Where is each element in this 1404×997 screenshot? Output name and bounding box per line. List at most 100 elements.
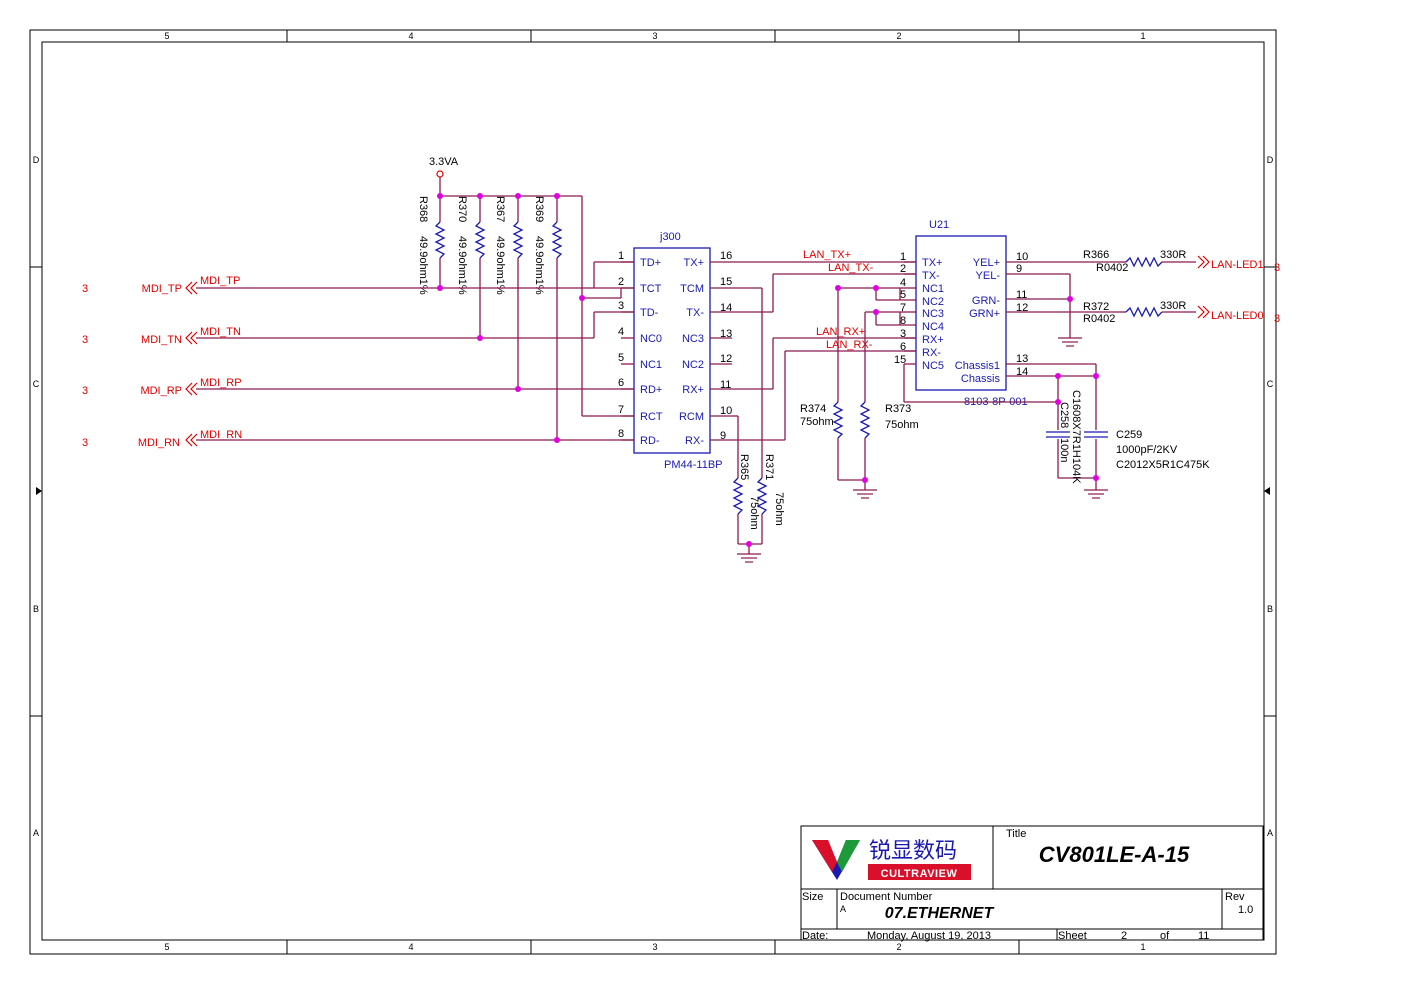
rev-value: 1.0: [1238, 904, 1253, 916]
c259-value: 1000pF/2KV: [1116, 444, 1178, 456]
col-label-top-5: 5: [164, 31, 169, 41]
u21-pin15-name: NC5: [922, 360, 944, 372]
u21-pin14-num: 14: [1016, 366, 1028, 378]
j300-pin12-num: 12: [720, 353, 732, 365]
mdi-tp-port-arrow: [185, 281, 193, 295]
row-label-right-D: D: [1267, 155, 1274, 165]
size-value: A: [840, 904, 846, 914]
led-resistor-r366: R366 R0402 330R LAN-LED1 3: [1083, 249, 1280, 274]
j300-pin8-name: RD-: [640, 435, 660, 447]
j300-pin2-num: 2: [618, 276, 624, 288]
mdi-rn-sheet-ref: 3: [82, 437, 88, 449]
pullup-resistors: R368 49.9ohm1% R370 49.9ohm1% R367 49.9o…: [417, 196, 563, 440]
mdi-tn-wire-label: MDI_TN: [200, 326, 241, 338]
date-label: Date:: [802, 930, 828, 942]
j300-pin5-name: NC1: [640, 359, 662, 371]
mdi-tn-port-label: MDI_TN: [141, 334, 182, 346]
bias-resistors: R374 75ohm R373 75ohm: [800, 287, 919, 499]
mdi-net-tn: 3 MDI_TN MDI_TN: [82, 311, 634, 346]
j300-pin4-name: NC0: [640, 333, 662, 345]
date-value: Monday, August 19, 2013: [867, 930, 991, 942]
r369-ref: R369: [533, 196, 545, 222]
u21-pin9-name: YEL-: [976, 270, 1001, 282]
row-label-right-B: B: [1267, 604, 1273, 614]
r372-value: 330R: [1160, 300, 1186, 312]
c259-ref: C259: [1116, 429, 1142, 441]
sheet-number: 2: [1121, 930, 1127, 942]
r373-ref: R373: [885, 403, 911, 415]
col-label-bottom-5: 5: [164, 942, 169, 952]
u21-pin12-name: GRN+: [969, 308, 1000, 320]
col-label-bottom-3: 3: [652, 942, 657, 952]
j300-pin7-num: 7: [618, 404, 624, 416]
row-label-left-A: A: [33, 828, 39, 838]
r366-ref: R366: [1083, 249, 1109, 261]
u21-pin13-name: Chassis1: [955, 360, 1000, 372]
resistor-r373: [859, 401, 871, 439]
j300-pin6-name: RD+: [640, 384, 662, 396]
mdi-net-rn: 3 MDI_RN MDI_RN: [82, 429, 634, 449]
u21-pin6-name: RX-: [922, 347, 941, 359]
r368-ref: R368: [417, 196, 429, 222]
mdi-tn-port-arrow: [185, 331, 193, 345]
frame-center-arrow-right: [1264, 487, 1270, 495]
resistor-r371: [756, 477, 768, 515]
j300-pin16-name: TX+: [684, 257, 704, 269]
j300-pin3-name: TD-: [640, 307, 659, 319]
r367-value: 49.9ohm1%: [494, 236, 506, 295]
row-label-left-C: C: [33, 379, 40, 389]
resistor-r369: [551, 221, 563, 259]
j300-pin11-name: RX+: [682, 384, 704, 396]
r373-value: 75ohm: [885, 419, 919, 431]
rev-label: Rev: [1225, 891, 1245, 903]
company-logo: 锐显数码 CULTRAVIEW: [812, 839, 971, 880]
document-number: 07.ETHERNET: [885, 905, 995, 922]
r372-ref: R372: [1083, 301, 1109, 313]
row-label-right-A: A: [1267, 828, 1273, 838]
mdi-tp-wire-label: MDI_TP: [200, 275, 240, 287]
size-label: Size: [802, 891, 823, 903]
j300-pin7-name: RCT: [640, 411, 663, 423]
u21-pin3-name: RX+: [922, 334, 944, 346]
j300-pin14-name: TX-: [686, 307, 704, 319]
j300-pin2-name: TCT: [640, 283, 662, 295]
r366-value: 330R: [1160, 249, 1186, 261]
j300-part: PM44-11BP: [664, 459, 723, 471]
r374-value: 75ohm: [800, 416, 834, 428]
j300-pin5-num: 5: [618, 352, 624, 364]
u21-pin15-num: 15: [894, 354, 906, 366]
r370-value: 49.9ohm1%: [456, 236, 468, 295]
j300-pin12-name: NC2: [682, 359, 704, 371]
resistor-r367: [512, 221, 524, 259]
r371-value: 75ohm: [773, 492, 785, 526]
col-label-bottom-4: 4: [408, 942, 413, 952]
j300-pin11-num: 11: [720, 379, 731, 391]
document-number-label: Document Number: [840, 891, 933, 903]
j300-ref: j300: [659, 231, 681, 243]
mdi-rp-port-arrow: [185, 382, 193, 396]
j300-pin3-num: 3: [618, 300, 624, 312]
mdi-net-rp: 3 MDI_RP MDI_RP: [82, 377, 634, 397]
of-label: of: [1160, 930, 1170, 942]
mdi-tp-port-label: MDI_TP: [142, 283, 182, 295]
u21-pin12-num: 12: [1016, 302, 1028, 314]
r365-ref: R365: [738, 454, 750, 480]
u21-pin7-num: 7: [900, 302, 906, 314]
row-label-right-C: C: [1267, 379, 1274, 389]
frame-center-arrow-left: [36, 487, 42, 495]
col-label-bottom-1: 1: [1140, 942, 1145, 952]
u21-pin11-num: 11: [1016, 289, 1027, 301]
c259-pkg: C2012X5R1C475K: [1116, 459, 1210, 471]
j300-pin10-name: RCM: [679, 411, 704, 423]
lan-led1-port-arrow: [1197, 255, 1205, 269]
mdi-rp-port-label: MDI_RP: [140, 385, 182, 397]
u21-pin11-name: GRN-: [972, 295, 1000, 307]
mdi-tn-sheet-ref: 3: [82, 334, 88, 346]
resistor-r374: [832, 401, 844, 439]
r365-value: 75ohm: [748, 496, 760, 530]
j300-pin1-name: TD+: [640, 257, 661, 269]
u21-pin10-num: 10: [1016, 251, 1028, 263]
drawing-title: CV801LE-A-15: [1039, 842, 1190, 867]
u21-pin2-name: TX-: [922, 270, 940, 282]
